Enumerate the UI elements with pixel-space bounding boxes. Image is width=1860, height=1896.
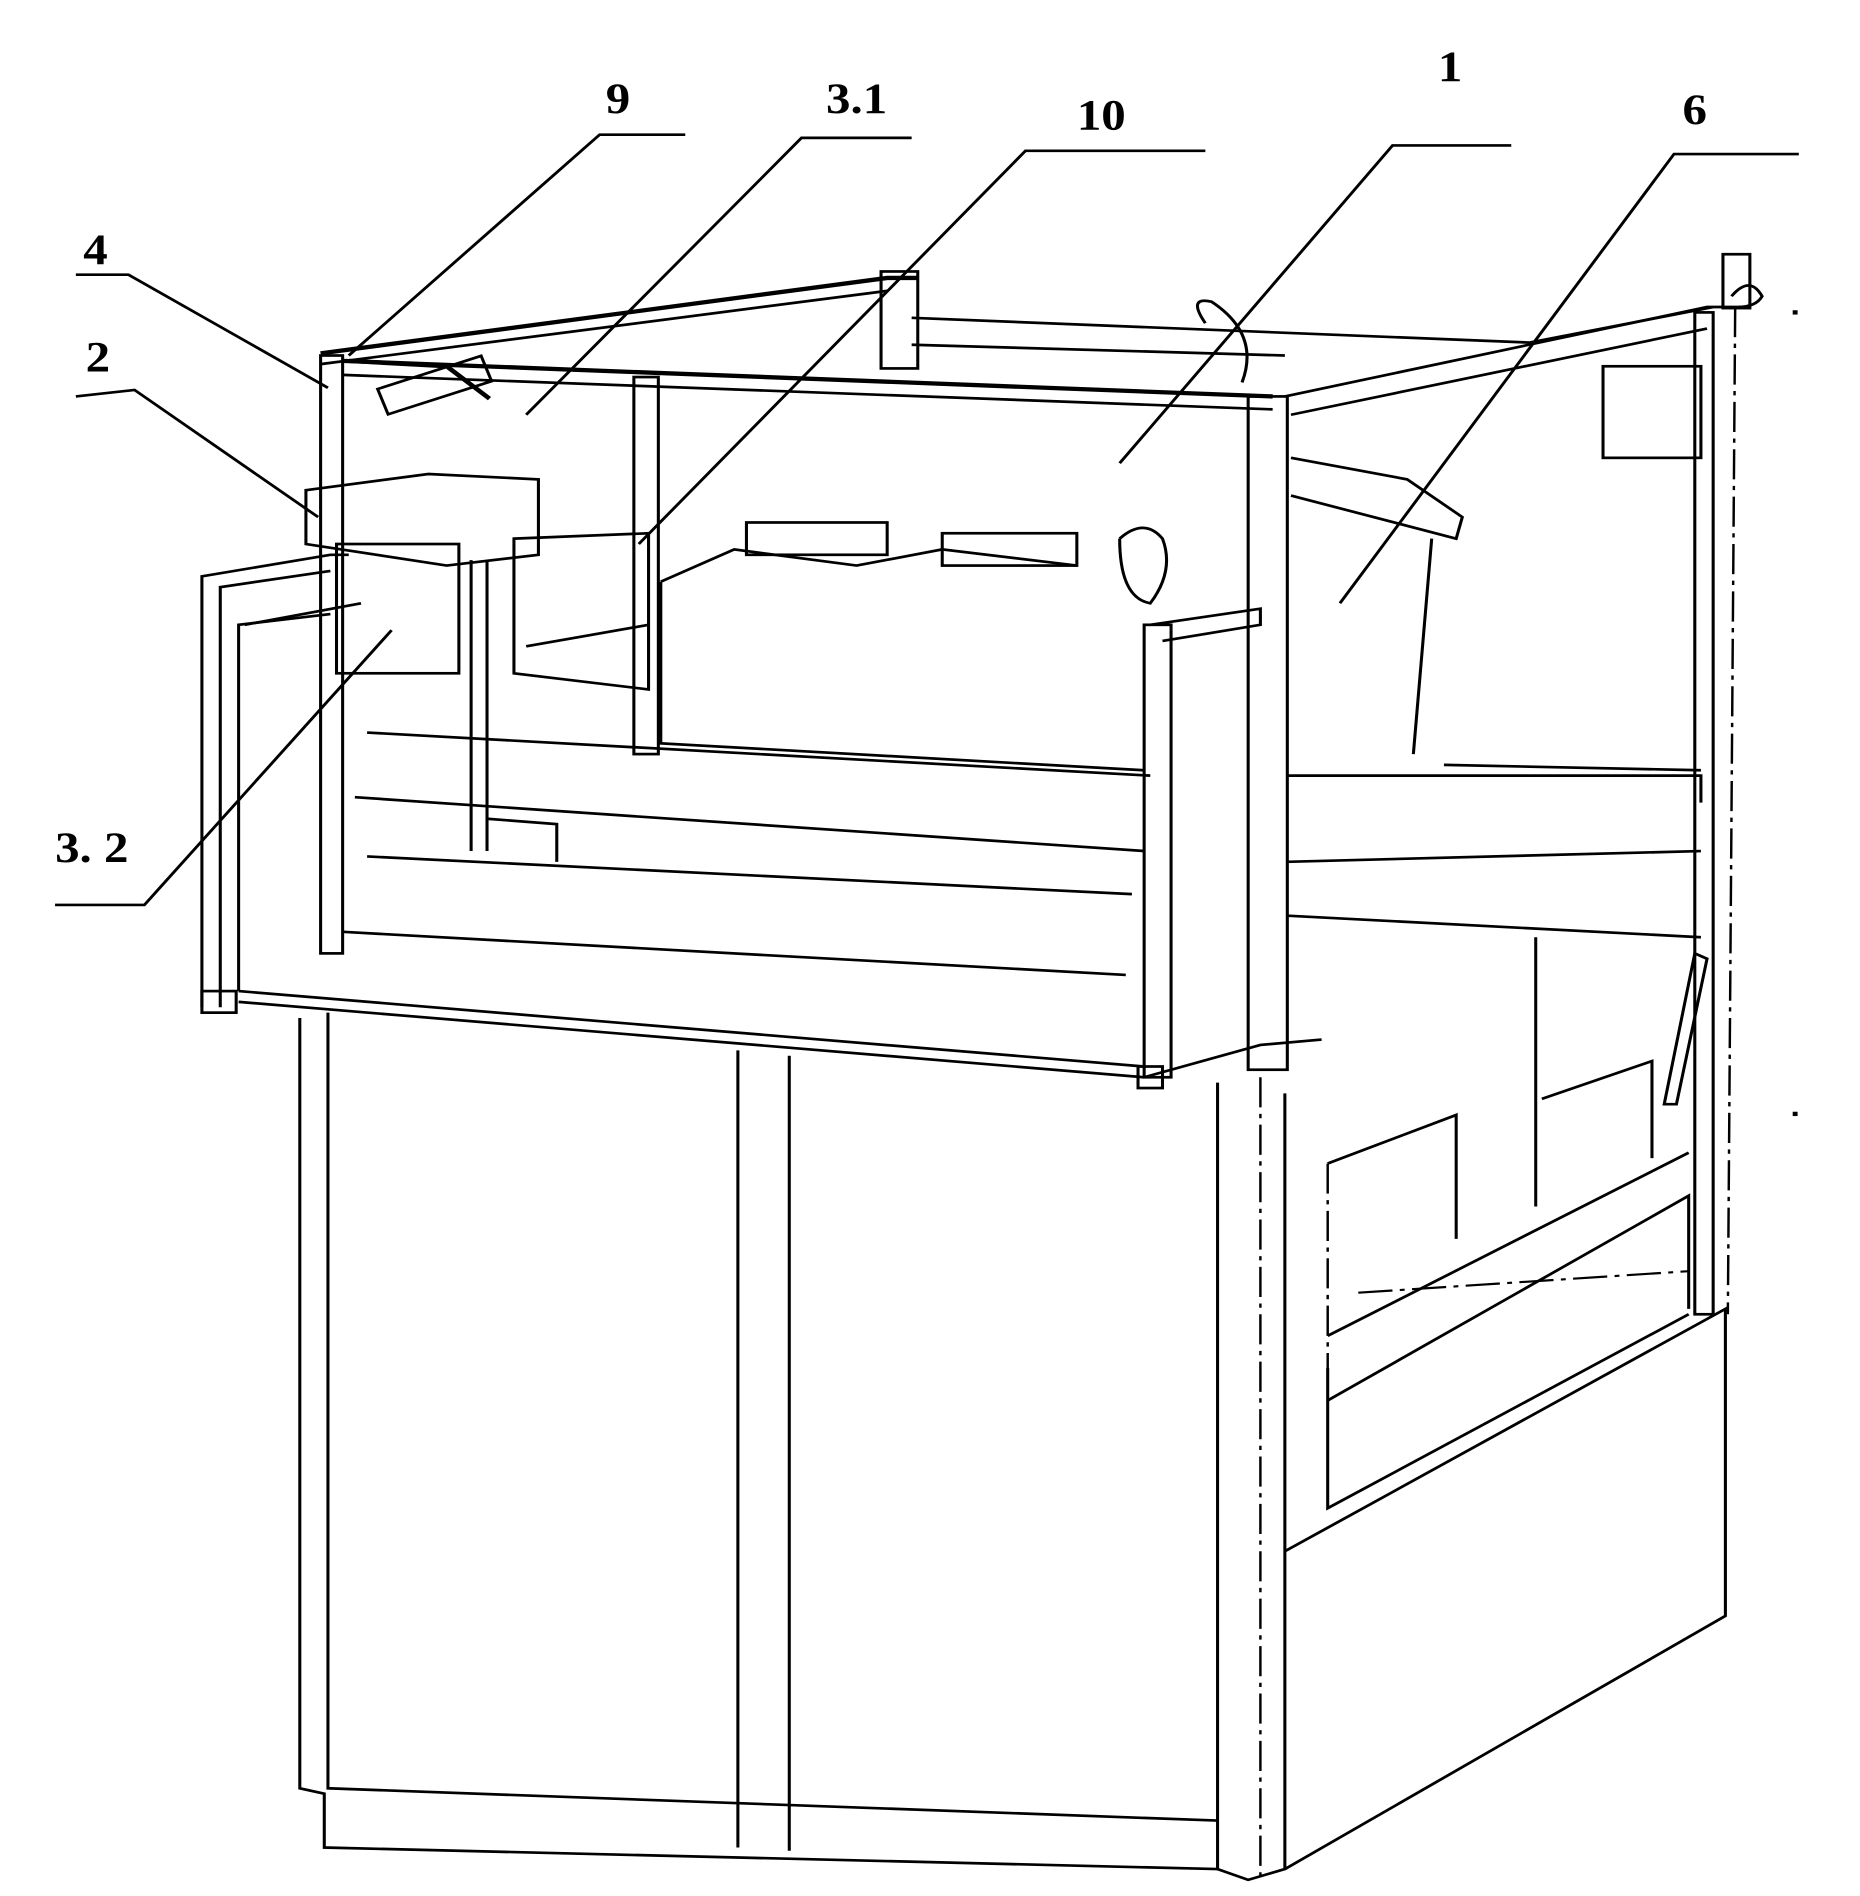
label-4: 4 <box>76 226 328 388</box>
svg-text:9: 9 <box>606 75 630 123</box>
platform <box>239 609 1701 1088</box>
margin-marks <box>1793 310 1798 1116</box>
svg-text:4: 4 <box>83 226 107 274</box>
dispenser-unit <box>306 356 649 862</box>
svg-text:3.1: 3.1 <box>826 75 887 123</box>
svg-text:10: 10 <box>1077 91 1126 139</box>
lower-base <box>300 937 1726 1880</box>
label-1: 1 <box>1120 42 1512 463</box>
bin-body <box>661 366 1701 770</box>
svg-text:3. 2: 3. 2 <box>55 824 128 872</box>
svg-text:1: 1 <box>1438 42 1462 90</box>
svg-text:2: 2 <box>86 333 110 381</box>
svg-text:6: 6 <box>1683 86 1707 134</box>
top-frame <box>321 254 1763 415</box>
label-3-1: 3.1 <box>526 75 911 415</box>
